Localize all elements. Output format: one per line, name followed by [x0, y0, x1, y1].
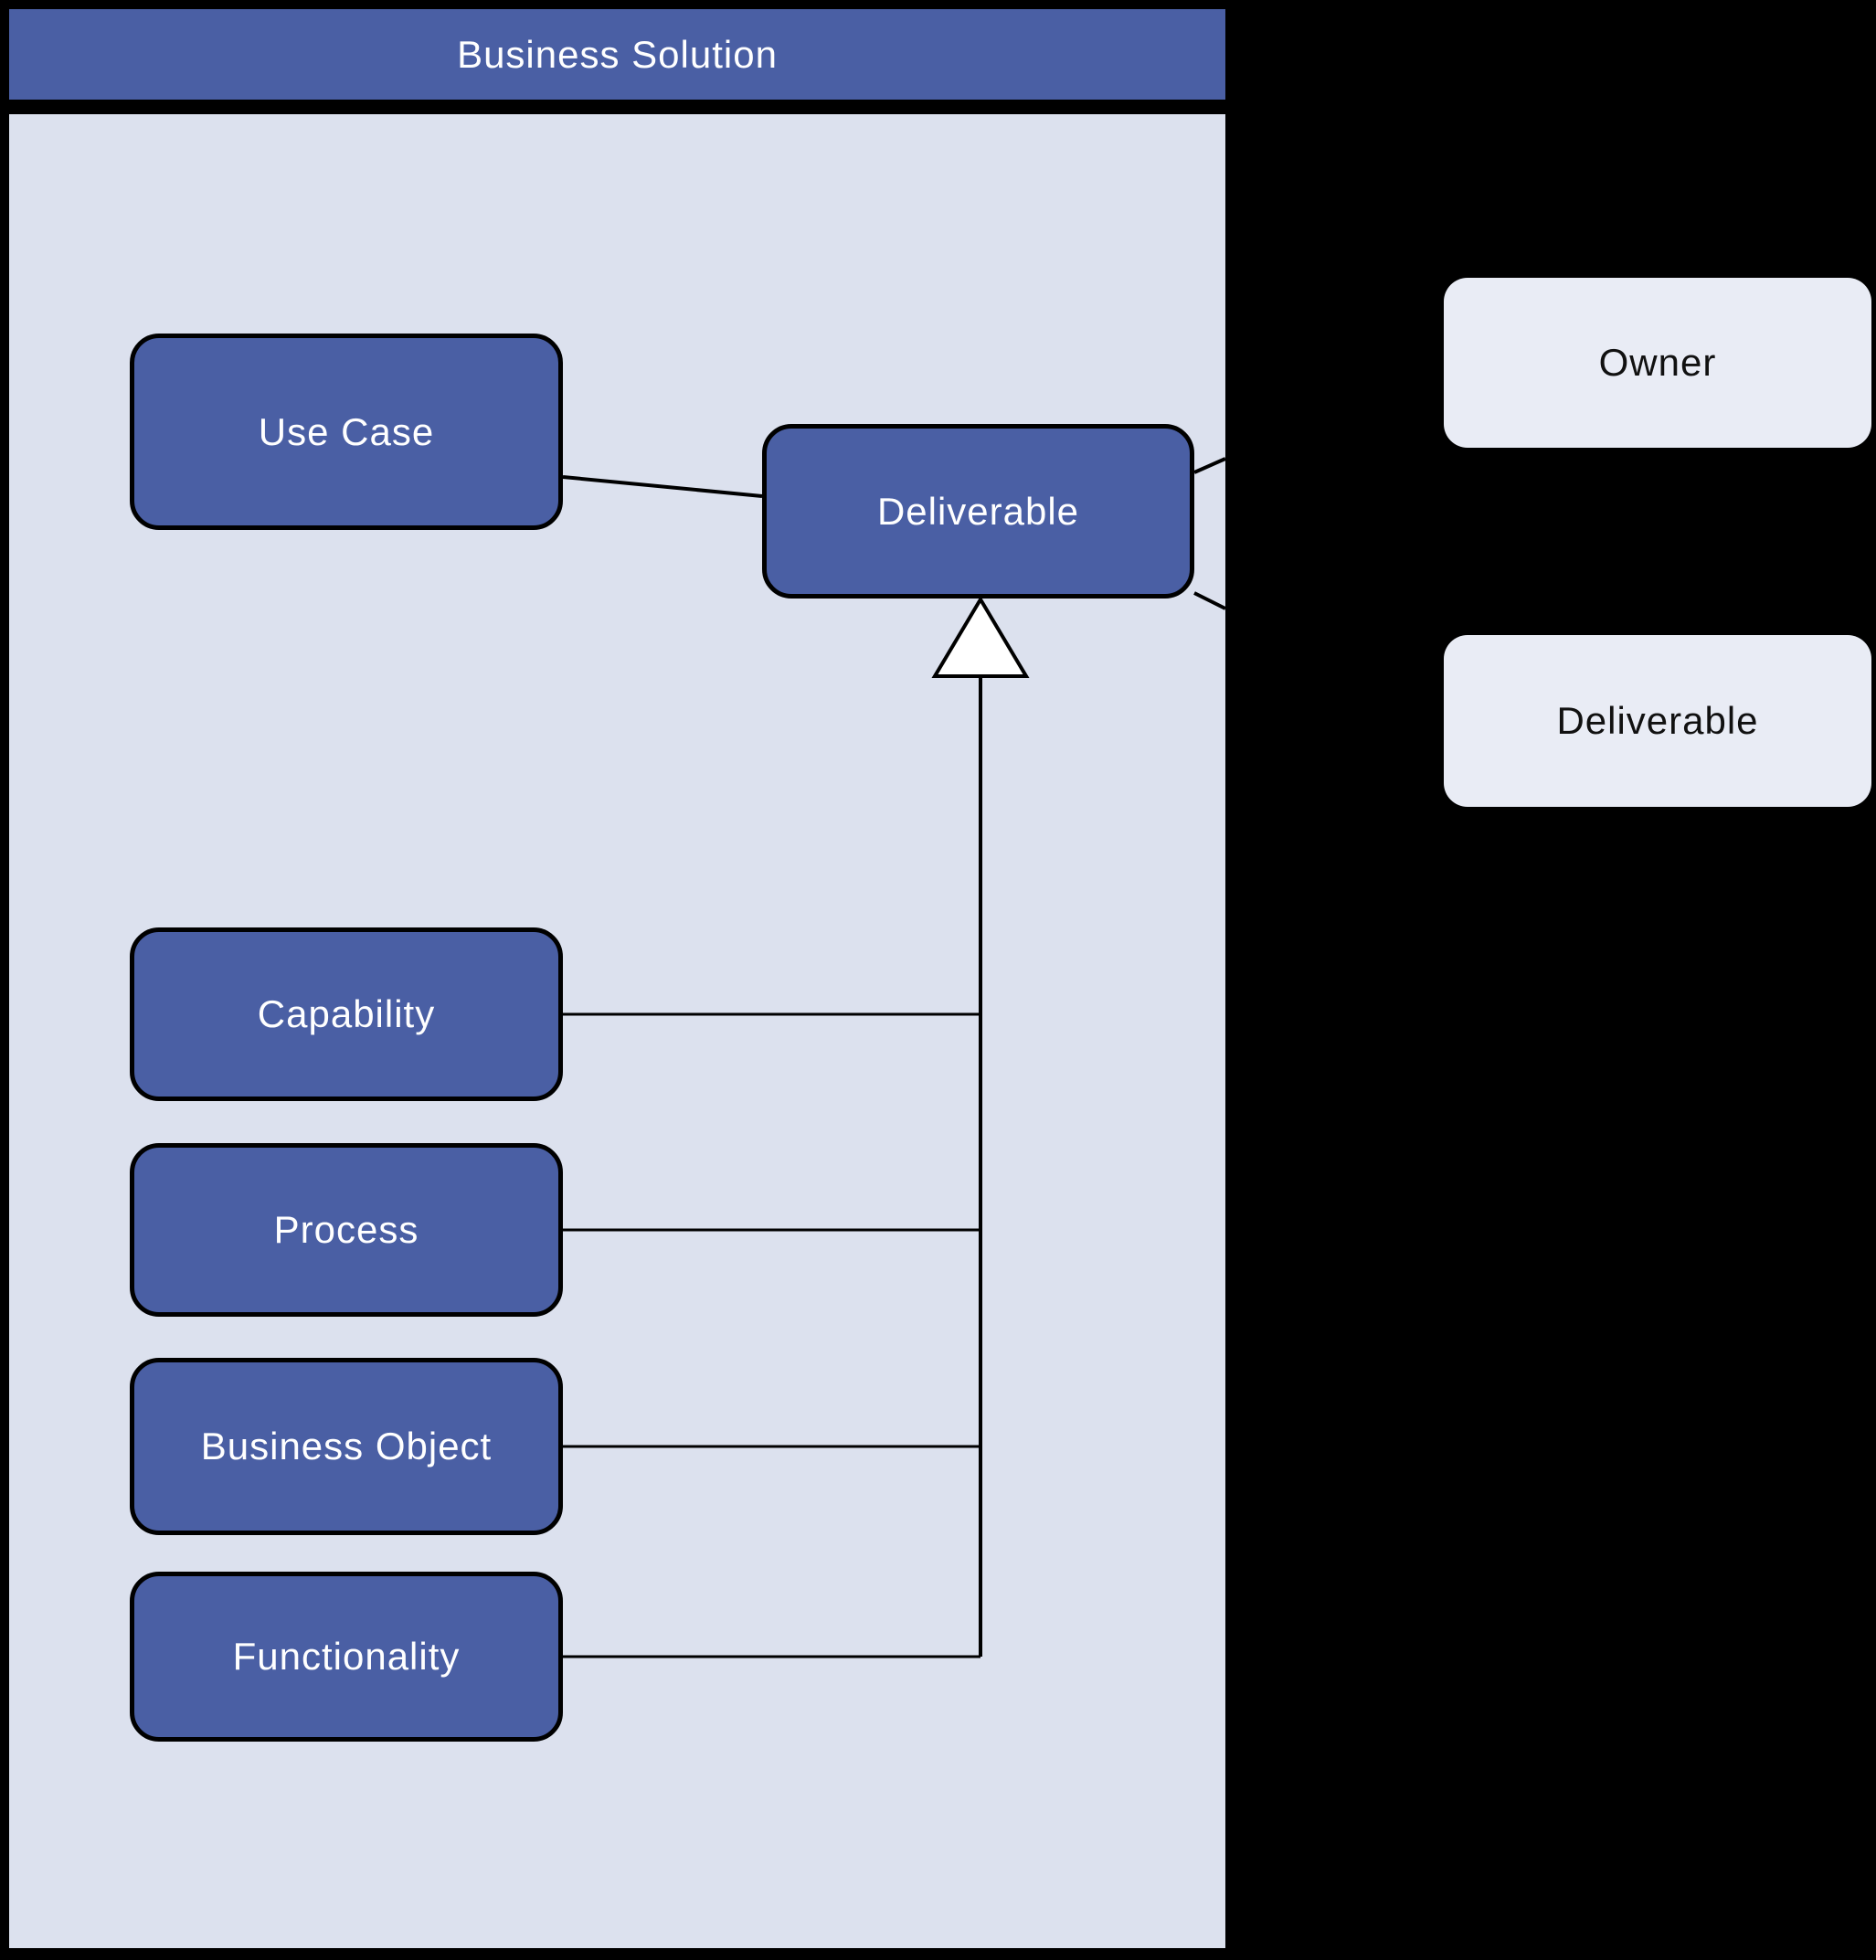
legend-deliverable-label: Deliverable: [1556, 699, 1759, 742]
container-title: Business Solution: [457, 32, 778, 76]
node-functionality-label: Functionality: [232, 1635, 461, 1678]
node-deliverable-label: Deliverable: [876, 489, 1080, 533]
container-header: Business Solution: [9, 9, 1225, 107]
node-business-object-label: Business Object: [200, 1425, 493, 1467]
node-deliverable[interactable]: Deliverable: [762, 424, 1194, 599]
legend-box-owner[interactable]: Owner: [1444, 278, 1871, 448]
node-use-case-label: Use Case: [258, 409, 435, 453]
node-process[interactable]: Process: [130, 1143, 563, 1317]
node-capability[interactable]: Capability: [130, 927, 563, 1101]
node-functionality[interactable]: Functionality: [130, 1572, 563, 1742]
node-process-label: Process: [273, 1208, 419, 1251]
legend-owner-label: Owner: [1598, 341, 1717, 384]
legend-box-deliverable[interactable]: Deliverable: [1444, 635, 1871, 807]
node-use-case[interactable]: Use Case: [130, 334, 563, 530]
node-business-object[interactable]: Business Object: [130, 1358, 563, 1535]
node-capability-label: Capability: [257, 992, 436, 1035]
